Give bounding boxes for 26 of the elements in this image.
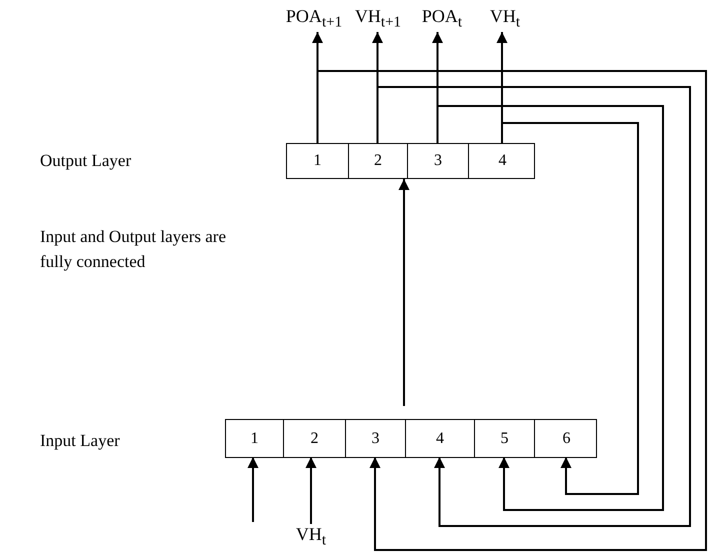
feedback-arrow xyxy=(501,122,639,495)
neuron-cell: 5 xyxy=(474,420,534,457)
arrow xyxy=(306,457,316,524)
layer-box xyxy=(225,419,597,458)
neuron-cell: 1 xyxy=(226,420,283,457)
neuron-cell: 3 xyxy=(345,420,405,457)
neuron-cell: 6 xyxy=(534,420,598,457)
arrow xyxy=(248,457,258,522)
neuron-cell: 4 xyxy=(468,144,536,178)
neuron-cell: 2 xyxy=(283,420,345,457)
feedback-arrow xyxy=(376,86,691,527)
feedback-arrow xyxy=(436,105,664,511)
neuron-cell: 2 xyxy=(348,144,407,178)
variable-label: VH$_{t}$ xyxy=(480,6,530,32)
variable-label: VH$_{t}$ xyxy=(286,524,336,552)
neuron-cell: 4 xyxy=(405,420,474,457)
neuron-cell: 3 xyxy=(407,144,468,178)
layer-label: Input Layer xyxy=(40,430,121,452)
arrow xyxy=(398,179,410,406)
variable-label: POA$_{t}$ xyxy=(412,6,472,32)
note-text: Input and Output layers are fully connected xyxy=(40,226,227,273)
layer-box xyxy=(286,143,535,179)
feedback-arrow xyxy=(316,70,707,551)
layer-label: Output Layer xyxy=(40,150,132,172)
neuron-cell: 1 xyxy=(287,144,348,178)
variable-label: VH$_{t+1}$ xyxy=(345,6,411,32)
